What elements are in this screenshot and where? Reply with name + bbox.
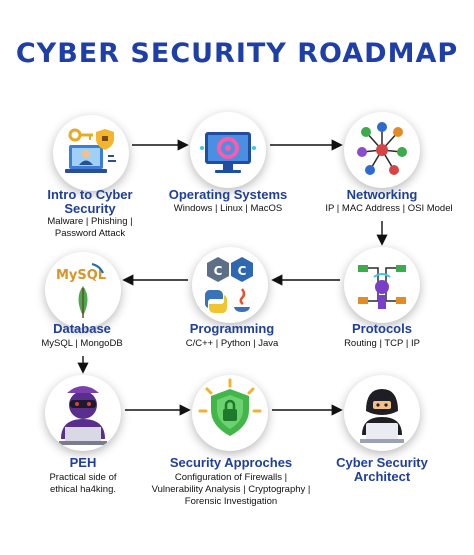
- database-icon: MySQL: [45, 252, 121, 328]
- networking-sub: IP | MAC Address | OSI Model: [325, 203, 453, 214]
- intro-sub-line1: Malware | Phishing |: [47, 216, 133, 227]
- architect-icon: [344, 375, 420, 451]
- peh-sub-line2: ethical ha4king.: [49, 484, 117, 495]
- networking-title: Networking: [346, 187, 418, 202]
- intro-title-line2: Security: [64, 201, 116, 216]
- database-sub: MySQL | MongoDB: [41, 338, 123, 349]
- protocols-icon: [344, 247, 420, 323]
- intro-icon: [53, 115, 129, 191]
- os-title: Operating Systems: [168, 187, 288, 202]
- architect-title-line2: Architect: [353, 469, 411, 484]
- programming-icon: C C: [192, 247, 268, 323]
- intro-title-line1: Intro to Cyber: [47, 187, 133, 202]
- architect-title-line1: Cyber Security: [336, 455, 428, 470]
- os-sub: Windows | Linux | MacOS: [173, 203, 283, 214]
- database-title: Database: [53, 321, 111, 336]
- programming-sub: C/C++ | Python | Java: [185, 338, 279, 349]
- programming-title: Programming: [189, 321, 275, 336]
- cpp-letter: C: [238, 264, 247, 278]
- peh-title: PEH: [69, 455, 97, 470]
- security-sub-line2: Vulnerability Analysis | Cryptography |: [151, 484, 311, 495]
- security-title: Security Approches: [169, 455, 293, 470]
- peh-sub: Practical side of ethical ha4king.: [33, 472, 133, 496]
- intro-sub: Malware | Phishing | Password Attack: [20, 216, 160, 240]
- mysql-logo-text: MySQL: [56, 268, 106, 283]
- architect-title: Cyber Security Architect: [322, 456, 442, 484]
- security-icon: [192, 375, 268, 451]
- os-icon: [190, 112, 266, 188]
- peh-icon: [45, 375, 121, 451]
- security-sub-line1: Configuration of Firewalls |: [174, 472, 288, 483]
- networking-icon: [344, 112, 420, 188]
- c-letter: C: [214, 264, 223, 278]
- page-title: CYBER SECURITY ROADMAP: [15, 38, 459, 69]
- protocols-sub: Routing | TCP | IP: [344, 338, 420, 349]
- intro-title: Intro to Cyber Security: [20, 188, 160, 216]
- security-sub: Configuration of Firewalls | Vulnerabili…: [142, 472, 320, 508]
- intro-sub-line2: Password Attack: [54, 228, 126, 239]
- security-sub-line3: Forensic Investigation: [184, 496, 278, 507]
- peh-sub-line1: Practical side of: [49, 472, 117, 483]
- protocols-title: Protocols: [352, 321, 412, 336]
